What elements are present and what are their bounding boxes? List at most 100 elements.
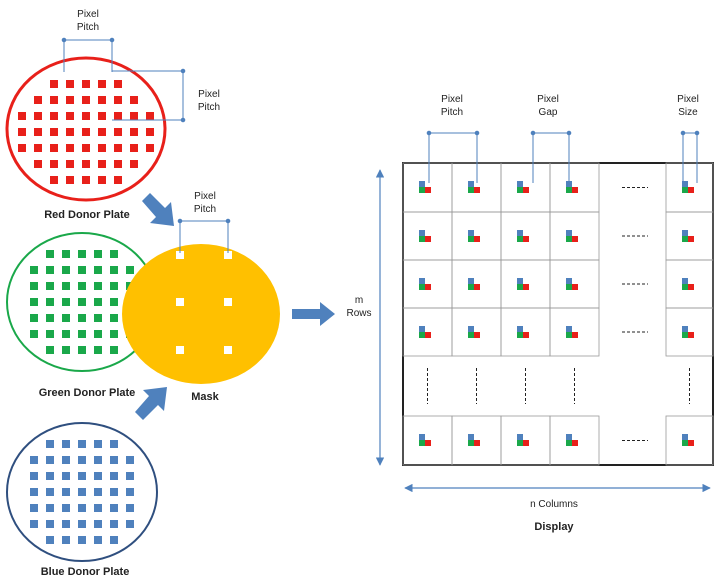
blue-pixel-array bbox=[30, 440, 134, 544]
red-pixel bbox=[114, 80, 122, 88]
red-subpixel bbox=[474, 284, 480, 290]
display-cell bbox=[665, 307, 714, 357]
blue-pixel bbox=[30, 488, 38, 496]
green-pixel bbox=[46, 282, 54, 290]
blue-pixel bbox=[62, 456, 70, 464]
green-subpixel bbox=[566, 332, 572, 338]
red-to-mask-arrow bbox=[142, 193, 174, 226]
red-pixel bbox=[114, 96, 122, 104]
red-donor-plate bbox=[5, 56, 167, 202]
green-pixel bbox=[78, 298, 86, 306]
red-subpixel bbox=[688, 332, 694, 338]
red-pixel bbox=[50, 112, 58, 120]
red-pixel bbox=[66, 96, 74, 104]
green-pixel bbox=[126, 266, 134, 274]
green-subpixel bbox=[517, 284, 523, 290]
columns-label: n Columns bbox=[530, 499, 578, 510]
red-pixel bbox=[34, 160, 42, 168]
green-subpixel bbox=[682, 236, 688, 242]
red-subpixel bbox=[474, 332, 480, 338]
blue-subpixel bbox=[682, 278, 688, 288]
red-pixel bbox=[66, 112, 74, 120]
red-pixel bbox=[98, 112, 106, 120]
red-pixel bbox=[98, 144, 106, 152]
red-pitch-side-label-2: Pitch bbox=[198, 102, 220, 113]
green-pixel bbox=[46, 298, 54, 306]
red-pixel bbox=[98, 160, 106, 168]
green-subpixel bbox=[682, 332, 688, 338]
blue-subpixel bbox=[468, 230, 474, 240]
blue-pixel bbox=[46, 440, 54, 448]
mask-pitch-label-1: Pixel bbox=[194, 191, 216, 202]
green-pixel-array bbox=[30, 250, 134, 354]
red-pixel bbox=[50, 144, 58, 152]
blue-pixel bbox=[94, 536, 102, 544]
red-pixel bbox=[50, 176, 58, 184]
red-subpixel bbox=[425, 187, 431, 193]
green-pixel bbox=[94, 314, 102, 322]
green-subpixel bbox=[682, 440, 688, 446]
green-subpixel bbox=[566, 236, 572, 242]
mask-to-display-arrow bbox=[292, 302, 335, 326]
green-pixel bbox=[78, 346, 86, 354]
blue-subpixel bbox=[682, 434, 688, 444]
red-pixel bbox=[66, 80, 74, 88]
green-subpixel bbox=[468, 187, 474, 193]
display-frame bbox=[402, 162, 714, 466]
blue-subpixel bbox=[517, 181, 523, 191]
blue-pixel bbox=[78, 440, 86, 448]
red-pixel bbox=[130, 128, 138, 136]
display-gap-label-2: Gap bbox=[539, 107, 558, 118]
red-pitch-top-label-2: Pitch bbox=[77, 22, 99, 33]
green-subpixel bbox=[566, 187, 572, 193]
blue-pixel bbox=[110, 488, 118, 496]
green-pixel bbox=[62, 282, 70, 290]
red-pitch-side-label-1: Pixel bbox=[198, 89, 220, 100]
green-pixel bbox=[78, 282, 86, 290]
red-pixel bbox=[98, 128, 106, 136]
green-pixel bbox=[46, 266, 54, 274]
red-pixel bbox=[50, 80, 58, 88]
red-subpixel bbox=[474, 440, 480, 446]
blue-pixel bbox=[62, 536, 70, 544]
blue-pixel bbox=[78, 488, 86, 496]
blue-subpixel bbox=[468, 434, 474, 444]
red-pixel bbox=[82, 160, 90, 168]
red-subpixel bbox=[572, 236, 578, 242]
green-subpixel bbox=[517, 236, 523, 242]
red-pixel-array bbox=[18, 80, 154, 184]
red-pixel bbox=[34, 128, 42, 136]
blue-donor-plate bbox=[6, 422, 158, 562]
green-pixel bbox=[94, 346, 102, 354]
green-pixel bbox=[30, 298, 38, 306]
blue-pixel bbox=[46, 536, 54, 544]
mask-pitch-label-2: Pitch bbox=[194, 204, 216, 215]
blue-pixel bbox=[110, 504, 118, 512]
blue-pixel bbox=[46, 520, 54, 528]
display-gap-label-1: Pixel bbox=[537, 94, 559, 105]
blue-subpixel bbox=[517, 230, 523, 240]
blue-pixel bbox=[78, 456, 86, 464]
red-pixel bbox=[82, 128, 90, 136]
red-pixel bbox=[50, 128, 58, 136]
green-pixel bbox=[30, 330, 38, 338]
red-pixel bbox=[114, 160, 122, 168]
blue-subpixel bbox=[566, 278, 572, 288]
blue-subpixel bbox=[419, 230, 425, 240]
blue-subpixel bbox=[517, 434, 523, 444]
red-subpixel bbox=[425, 332, 431, 338]
green-pixel bbox=[62, 266, 70, 274]
green-subpixel bbox=[517, 332, 523, 338]
blue-pixel bbox=[62, 472, 70, 480]
display-size-label-2: Size bbox=[678, 107, 698, 118]
green-subpixel bbox=[419, 236, 425, 242]
green-pixel bbox=[110, 330, 118, 338]
blue-pixel bbox=[126, 504, 134, 512]
mask-aperture bbox=[176, 346, 184, 354]
blue-subpixel bbox=[468, 278, 474, 288]
red-subpixel bbox=[523, 440, 529, 446]
blue-subpixel bbox=[566, 434, 572, 444]
red-pixel bbox=[114, 176, 122, 184]
